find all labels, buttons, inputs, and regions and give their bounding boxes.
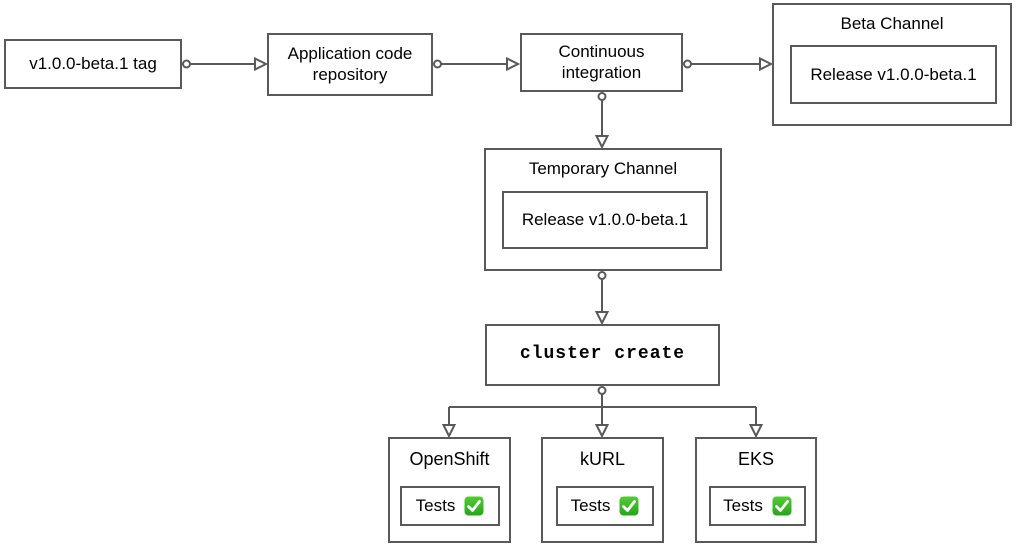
group-kurl: kURL Tests (541, 437, 664, 543)
beta-release-label: Release v1.0.0-beta.1 (810, 64, 977, 84)
group-openshift: OpenShift Tests (388, 437, 511, 543)
node-continuous-integration-label: Continuous integration (558, 42, 645, 82)
group-beta-channel: Beta Channel Release v1.0.0-beta.1 (772, 3, 1012, 126)
group-eks: EKS Tests (695, 437, 817, 543)
node-temporary-release: Release v1.0.0-beta.1 (502, 191, 708, 249)
node-continuous-integration: Continuous integration (520, 33, 683, 92)
beta-channel-title: Beta Channel (840, 14, 944, 33)
check-mark-icon (772, 496, 792, 516)
openshift-tests-label: Tests (415, 496, 456, 515)
eks-title: EKS (737, 449, 775, 469)
edge-ci-to-beta-channel (683, 56, 774, 72)
cluster-create-label: cluster create (519, 344, 686, 365)
node-version-tag: v1.0.0-beta.1 tag (4, 39, 182, 89)
edge-repo-to-ci (433, 56, 521, 72)
edge-tag-to-repo (182, 56, 269, 72)
check-mark-icon (619, 496, 639, 516)
node-beta-release: Release v1.0.0-beta.1 (790, 45, 997, 104)
eks-tests-label: Tests (723, 496, 763, 515)
node-openshift-tests: Tests (400, 486, 500, 526)
node-version-tag-label: v1.0.0-beta.1 tag (29, 53, 157, 73)
check-mark-icon (464, 496, 484, 516)
edge-ci-to-temporary-channel (594, 92, 610, 150)
node-kurl-tests: Tests (556, 486, 654, 526)
node-eks-tests: Tests (709, 486, 806, 526)
kurl-title: kURL (579, 449, 625, 469)
node-cluster-create: cluster create (485, 324, 720, 386)
kurl-tests-label: Tests (570, 496, 611, 515)
temporary-release-label: Release v1.0.0-beta.1 (521, 210, 689, 229)
edge-temporary-channel-to-cluster-create (594, 271, 610, 326)
group-temporary-channel: Temporary Channel Release v1.0.0-beta.1 (484, 148, 722, 271)
node-application-code-repository-label: Application code repository (287, 44, 413, 84)
edge-cluster-create-to-tests (441, 386, 764, 439)
temporary-channel-title: Temporary Channel (528, 159, 678, 178)
openshift-title: OpenShift (409, 449, 490, 469)
node-application-code-repository: Application code repository (267, 33, 433, 96)
